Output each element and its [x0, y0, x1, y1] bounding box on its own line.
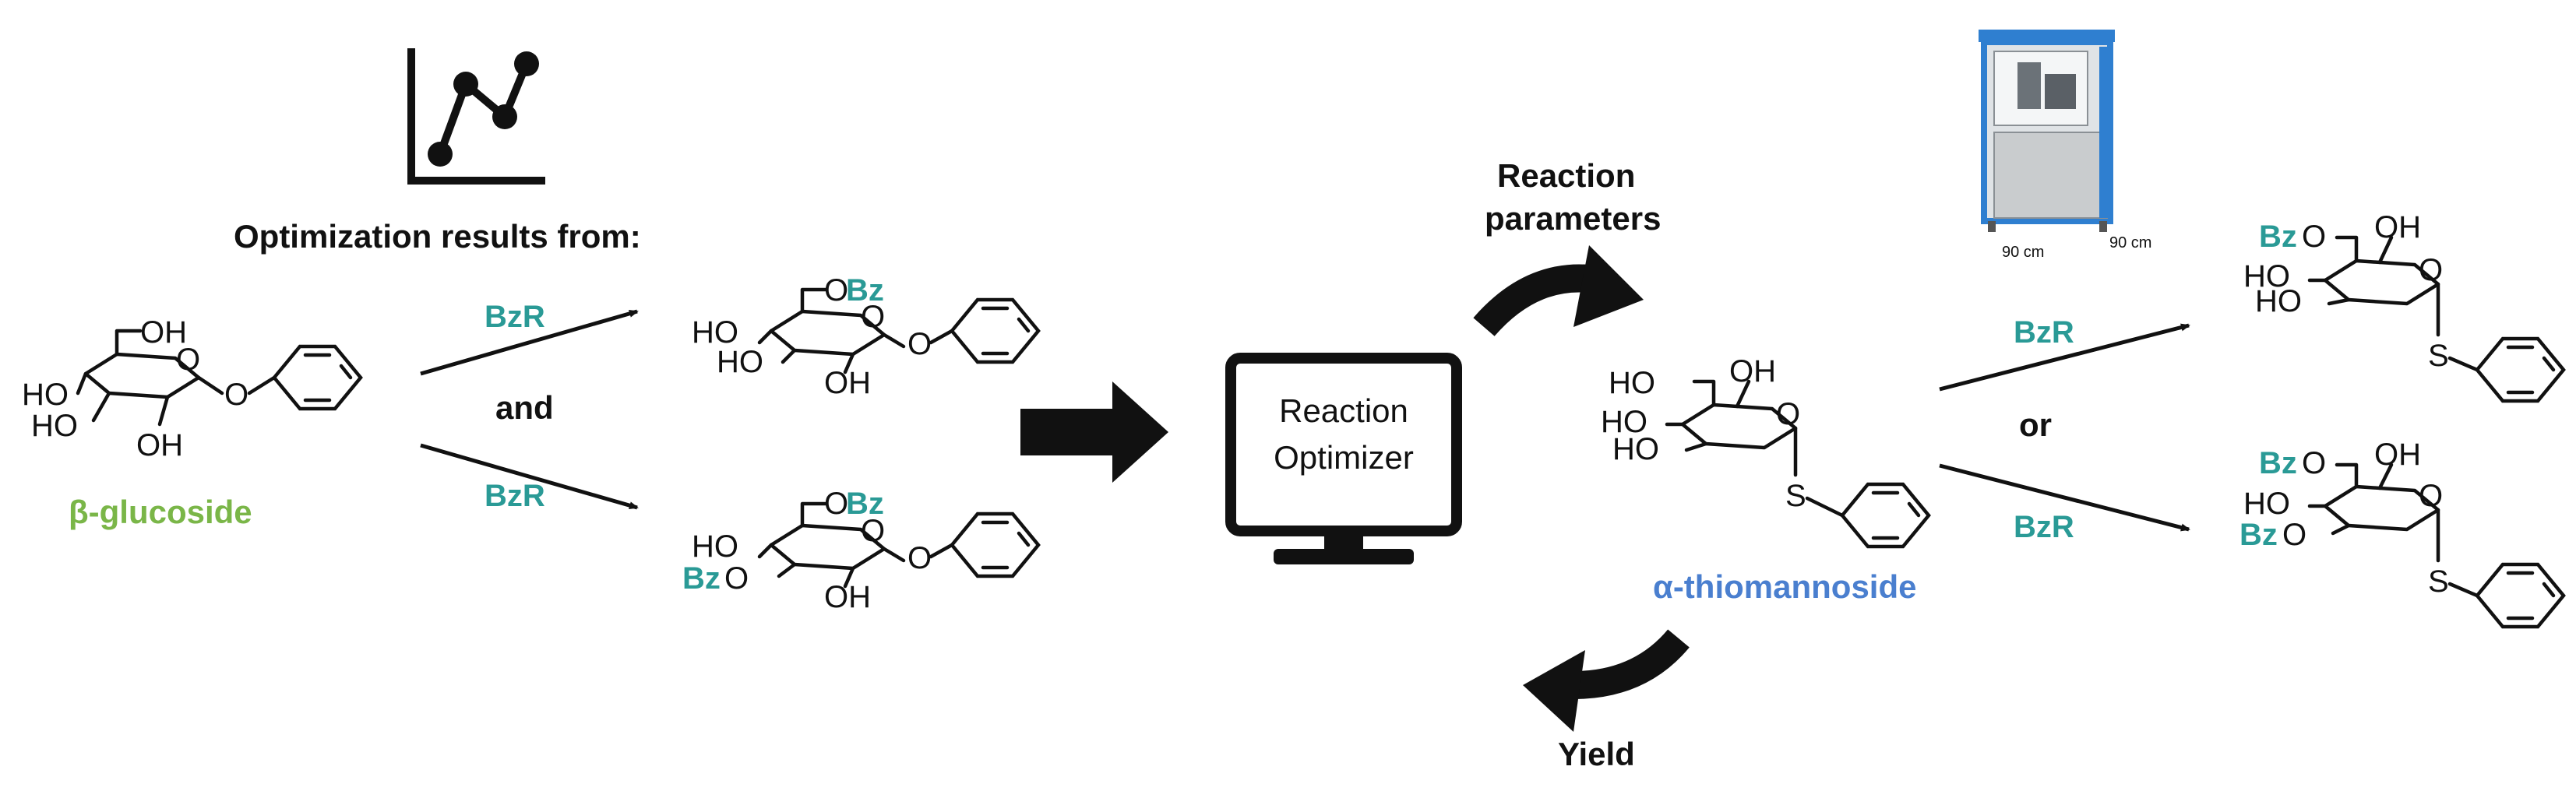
reaction-parameters-label: Reaction — [1497, 157, 1635, 194]
sulfur-label: S — [2428, 564, 2449, 599]
6-o-benzoyl-glucoside-structure: O Bz HO HO OH O O — [692, 273, 1041, 400]
benzoyl-label: Bz — [2239, 518, 2278, 552]
curved-arrow-icon — [1473, 245, 1644, 337]
yield-label: Yield — [1558, 736, 1635, 772]
alpha-thiomannoside-name: α-thiomannoside — [1653, 568, 1916, 605]
optimization-results-label: Optimization results from: — [234, 218, 641, 255]
ho-label: HO — [22, 378, 69, 412]
ring-oxygen-label: O — [2419, 479, 2443, 513]
lab-robot-photo — [1979, 30, 2115, 232]
oh-label: OH — [136, 428, 183, 462]
bzr-reagent-label: BzR — [2014, 315, 2074, 350]
alpha-thiomannoside-structure: HO OH HO HO O S — [1601, 354, 1931, 549]
sulfur-label: S — [1785, 479, 1806, 513]
ring-oxygen-label: O — [2419, 253, 2443, 287]
robot-depth-label: 90 cm — [2109, 234, 2151, 251]
reaction-arrow — [1939, 463, 2190, 532]
oh-label: OH — [1729, 354, 1776, 388]
ho-label: HO — [2243, 487, 2290, 521]
reaction-arrow — [420, 309, 639, 376]
benzoyl-label: Bz — [846, 273, 884, 308]
benzoyl-label: Bz — [846, 487, 884, 521]
3-6-di-o-benzoyl-thiomannoside-structure: Bz O OH HO Bz O O S — [2239, 438, 2566, 629]
or-label: or — [2019, 406, 2052, 443]
ho-label: HO — [717, 345, 763, 379]
ho-label: HO — [2255, 284, 2302, 318]
robot-width-label: 90 cm — [2002, 244, 2044, 261]
sulfur-label: S — [2428, 339, 2449, 373]
beta-glucoside-name: β-glucoside — [69, 494, 252, 530]
beta-glucoside-structure: OH HO HO OH O O — [22, 315, 363, 462]
monitor-icon — [1225, 353, 1462, 564]
oh-label: OH — [2374, 210, 2421, 244]
ring-oxygen-label: O — [861, 300, 885, 334]
curved-arrow-icon — [1523, 629, 1690, 732]
oxygen-label: O — [2302, 446, 2326, 480]
ring-oxygen-label: O — [1776, 397, 1800, 431]
and-label: and — [495, 389, 554, 426]
ho-label: HO — [1612, 432, 1659, 466]
oxygen-label: O — [824, 273, 848, 308]
bzr-reagent-label: BzR — [485, 479, 545, 513]
ho-label: HO — [1609, 366, 1655, 400]
ho-label: HO — [1601, 405, 1647, 439]
ho-label: HO — [692, 529, 738, 564]
glycosidic-oxygen-label: O — [224, 378, 248, 412]
bzr-reagent-label: BzR — [485, 300, 545, 334]
3-6-di-o-benzoyl-glucoside-structure: O Bz HO Bz O OH O O — [682, 487, 1041, 614]
oh-label: OH — [140, 315, 187, 350]
ho-label: HO — [31, 409, 78, 443]
oh-label: OH — [824, 580, 871, 614]
ring-oxygen-label: O — [176, 343, 200, 377]
optimizer-label-line1: Reaction — [1279, 392, 1408, 429]
benzoyl-label: Bz — [682, 561, 721, 596]
bold-right-arrow-icon — [1020, 381, 1168, 483]
ho-label: HO — [2243, 259, 2290, 294]
oxygen-label: O — [824, 487, 848, 521]
benzoyl-label: Bz — [2259, 446, 2297, 480]
6-o-benzoyl-thiomannoside-structure: Bz O OH HO HO O S — [2243, 210, 2566, 403]
ho-label: HO — [692, 315, 738, 350]
oxygen-label: O — [2302, 220, 2326, 254]
ring-oxygen-label: O — [861, 514, 885, 548]
reaction-arrow — [1939, 323, 2190, 392]
glycosidic-oxygen-label: O — [907, 541, 932, 575]
oh-label: OH — [824, 366, 871, 400]
benzoyl-label: Bz — [2259, 220, 2297, 254]
oxygen-label: O — [724, 561, 749, 596]
reaction-arrow — [420, 443, 639, 510]
oxygen-label: O — [2282, 518, 2306, 552]
oh-label: OH — [2374, 438, 2421, 472]
reaction-parameters-label: parameters — [1485, 200, 1661, 237]
line-chart-icon — [407, 48, 545, 185]
bzr-reagent-label: BzR — [2014, 510, 2074, 544]
glycosidic-oxygen-label: O — [907, 327, 932, 361]
optimizer-label-line2: Optimizer — [1274, 439, 1414, 476]
